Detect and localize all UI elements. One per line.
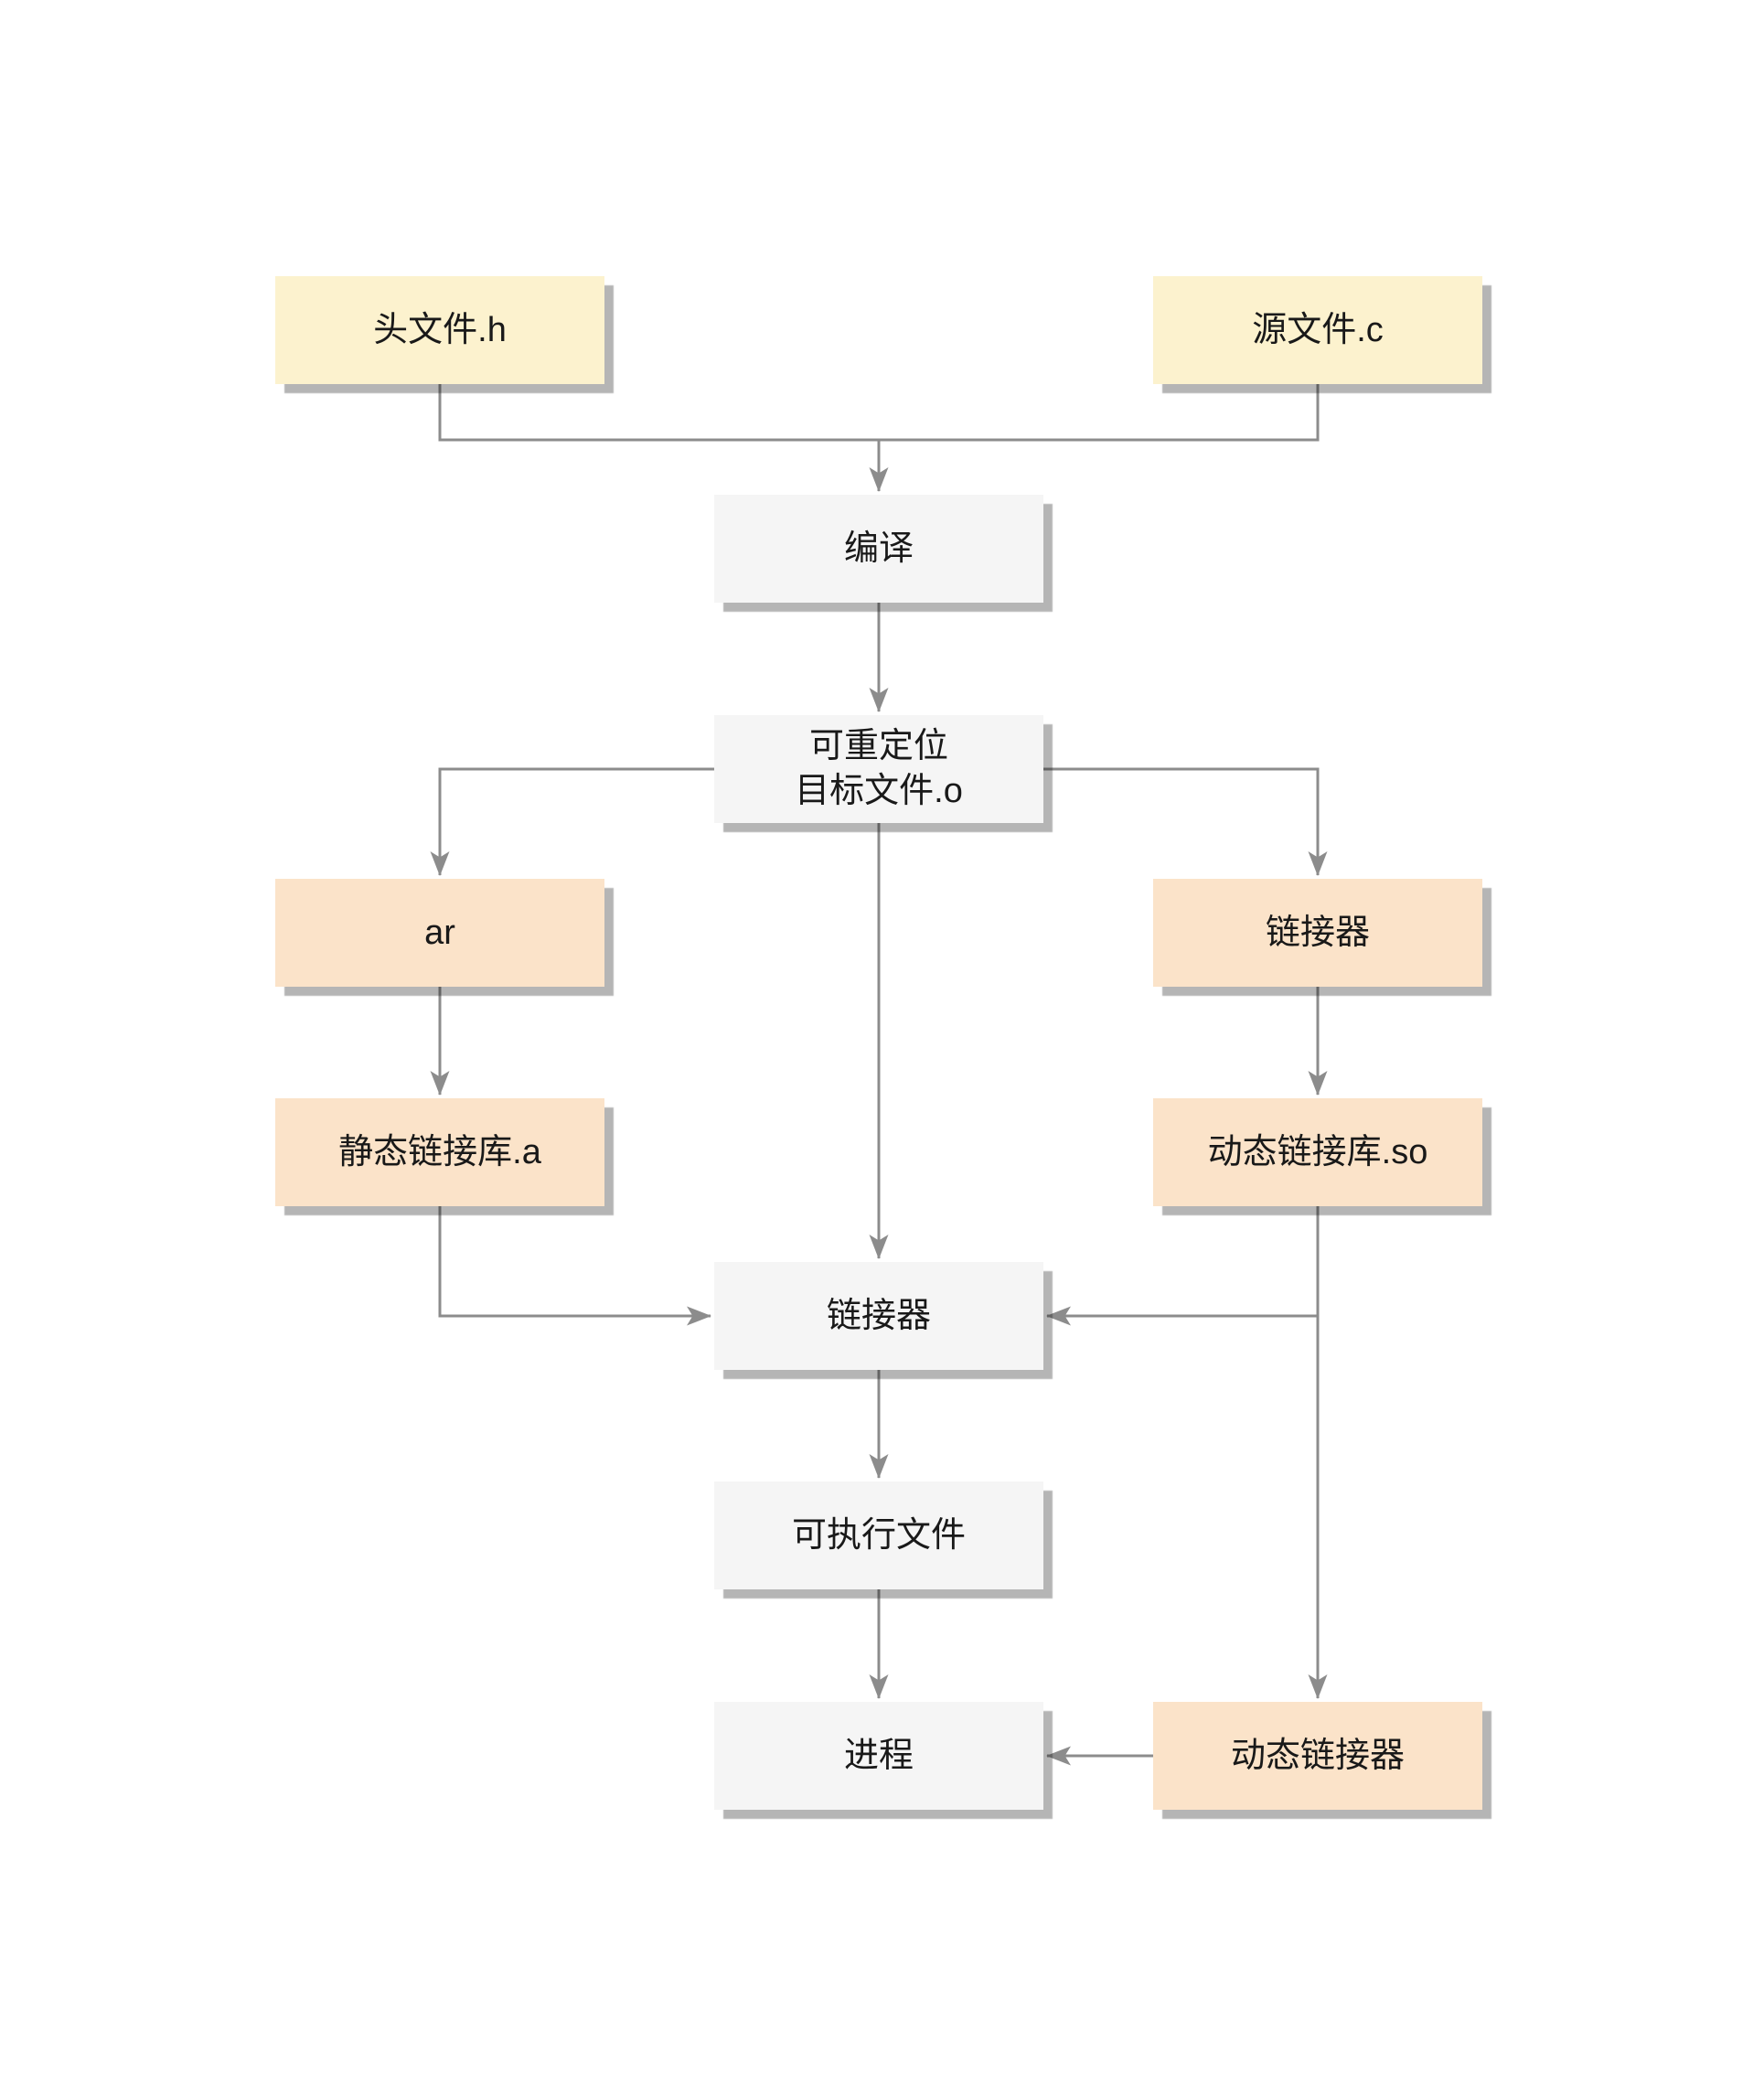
node-linker-right: 链接器 [1153,879,1482,987]
node-dynamic-library: 动态链接库.so [1153,1098,1482,1206]
node-ar: ar [275,879,604,987]
node-linker-main: 链接器 [714,1262,1043,1370]
node-compile: 编译 [714,495,1043,603]
edge-relocatable-to-linker-right [1043,767,1328,876]
edge-static-library-to-linker-main [438,1206,711,1326]
node-dynamic-linker: 动态链接器 [1153,1702,1482,1810]
node-process: 进程 [714,1702,1043,1810]
edge-merge-header-source [438,384,1320,442]
edge-relocatable-to-ar [430,767,714,876]
node-static-library: 静态链接库.a [275,1098,604,1206]
node-source-file: 源文件.c [1153,276,1482,384]
node-executable: 可执行文件 [714,1481,1043,1589]
node-relocatable-object: 可重定位 目标文件.o [714,715,1043,823]
node-header-file: 头文件.h [275,276,604,384]
